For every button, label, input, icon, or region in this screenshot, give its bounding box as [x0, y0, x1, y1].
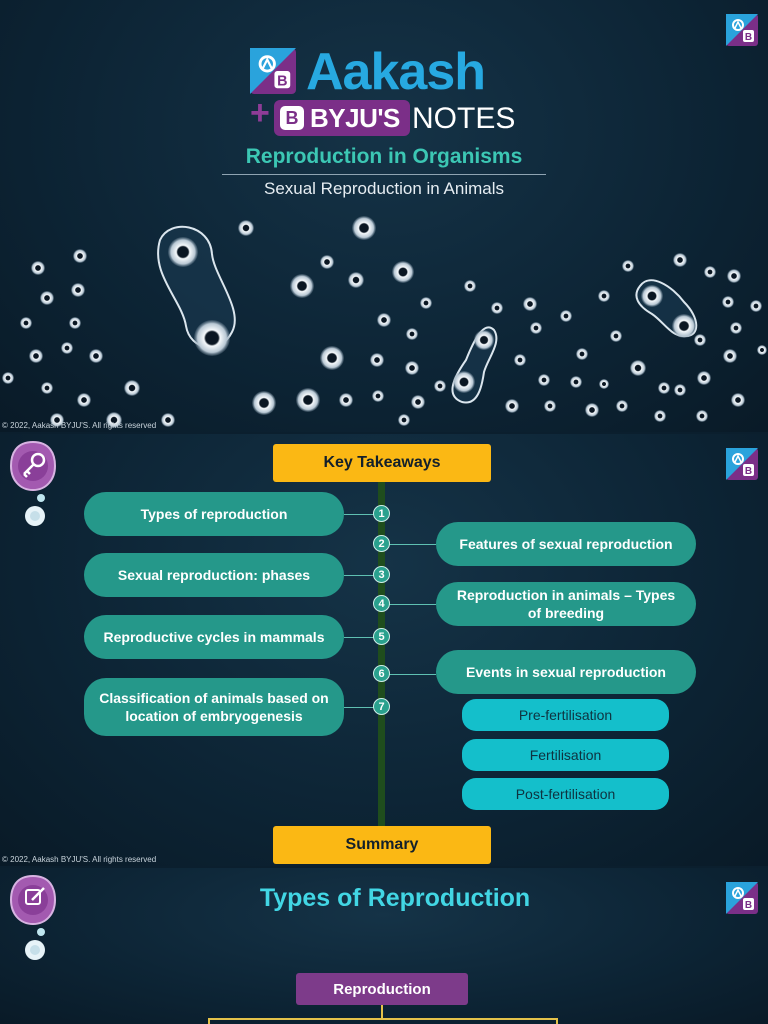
topic-types-of-reproduction[interactable]: Types of reproduction [84, 492, 344, 536]
cells-illustration [2, 216, 767, 428]
key-bubble-icon [8, 440, 58, 530]
connector-6 [384, 674, 436, 675]
title-divider [222, 174, 546, 175]
node-7: 7 [373, 698, 390, 715]
byjus-badge: B BYJU'S [274, 100, 410, 136]
brand-name: Aakash [306, 43, 486, 101]
topic-events-sexual-reproduction[interactable]: Events in sexual reproduction [436, 650, 696, 694]
types-of-reproduction-slide: Types of Reproduction Reproduction [0, 868, 768, 1024]
event-post-fertilisation[interactable]: Post-fertilisation [462, 778, 669, 810]
chapter-subtitle: Sexual Reproduction in Animals [263, 179, 505, 198]
pencil-bubble-icon [8, 874, 58, 964]
aakash-byjus-logo-icon [726, 448, 758, 480]
tree-branch [208, 1018, 558, 1020]
summary-button[interactable]: Summary [273, 826, 491, 864]
node-5: 5 [373, 628, 390, 645]
timeline-spine [378, 482, 385, 826]
chapter-title: Reproduction in Organisms [245, 145, 523, 168]
topic-features-sexual-reproduction[interactable]: Features of sexual reproduction [436, 522, 696, 566]
topic-sexual-reproduction-phases[interactable]: Sexual reproduction: phases [84, 553, 344, 597]
tree-stem [381, 1005, 383, 1019]
copyright-text: © 2022, Aakash BYJU'S. All rights reserv… [2, 421, 157, 430]
tree-branch-left [208, 1018, 210, 1024]
tree-branch-right [556, 1018, 558, 1024]
reproduction-root-node: Reproduction [296, 973, 468, 1005]
connector-1 [344, 514, 380, 515]
section-title: Types of Reproduction [259, 884, 531, 912]
connector-2 [384, 544, 436, 545]
node-4: 4 [373, 595, 390, 612]
node-3: 3 [373, 566, 390, 583]
brand-plus: + [250, 94, 270, 132]
connector-5 [344, 637, 380, 638]
event-fertilisation[interactable]: Fertilisation [462, 739, 669, 771]
topic-reproductive-cycles[interactable]: Reproductive cycles in mammals [84, 615, 344, 659]
notes-label: NOTES [412, 102, 516, 135]
node-2: 2 [373, 535, 390, 552]
title-slide: Aakash + B BYJU'S NOTES Reproduction in … [0, 0, 768, 432]
aakash-byjus-logo-icon [726, 14, 758, 46]
byjus-b-icon: B [280, 106, 304, 130]
brand-lockup: Aakash + B BYJU'S NOTES [250, 43, 530, 140]
byjus-label: BYJU'S [310, 102, 400, 133]
copyright-text: © 2022, Aakash BYJU'S. All rights reserv… [2, 855, 157, 864]
topic-classification-embryogenesis[interactable]: Classification of animals based on locat… [84, 678, 344, 736]
key-takeaways-header: Key Takeaways [273, 444, 491, 482]
aakash-logo-icon [250, 48, 296, 94]
event-pre-fertilisation[interactable]: Pre-fertilisation [462, 699, 669, 731]
connector-7 [344, 707, 380, 708]
topic-types-of-breeding[interactable]: Reproduction in animals – Types of breed… [436, 582, 696, 626]
connector-4 [384, 604, 436, 605]
node-1: 1 [373, 505, 390, 522]
connector-3 [344, 575, 380, 576]
key-takeaways-slide: Key Takeaways 1 2 3 4 5 6 7 Types of rep… [0, 434, 768, 866]
node-6: 6 [373, 665, 390, 682]
